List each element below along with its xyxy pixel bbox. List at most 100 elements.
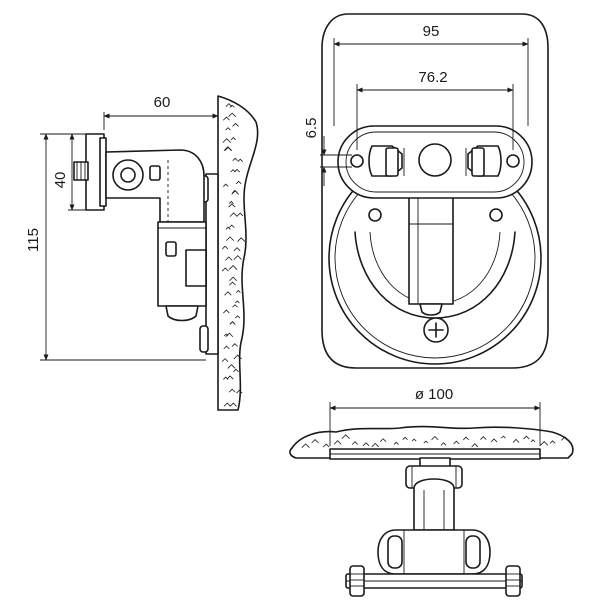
wall-speck bbox=[232, 157, 238, 161]
wall-speck bbox=[333, 440, 342, 445]
wall-speck bbox=[233, 354, 242, 360]
wall-speck bbox=[341, 434, 350, 440]
wall-speck bbox=[440, 442, 447, 446]
wall-speck bbox=[233, 255, 242, 260]
wall-speck bbox=[379, 438, 387, 442]
wall-speck bbox=[540, 441, 549, 446]
wall-speck bbox=[226, 236, 235, 241]
wall-speck bbox=[371, 442, 379, 448]
wall-speck bbox=[231, 343, 238, 347]
wall-speck bbox=[235, 300, 240, 304]
wall-speck bbox=[223, 345, 230, 350]
bottom-knob-left bbox=[349, 565, 365, 597]
front-mount-hole-right bbox=[489, 208, 503, 222]
wall-speck bbox=[237, 158, 243, 162]
wall-speck bbox=[480, 436, 487, 440]
wall-speck bbox=[235, 315, 241, 319]
wall-speck bbox=[490, 438, 498, 443]
bottom-column bbox=[413, 478, 455, 531]
wall-speck bbox=[224, 146, 232, 151]
side-flange-lip bbox=[99, 137, 107, 207]
dim-front-slot-pitch: 76.2 bbox=[418, 69, 447, 86]
wall-speck bbox=[232, 122, 239, 127]
wall-speck bbox=[301, 443, 310, 448]
dim-side-width: 60 bbox=[154, 94, 171, 111]
side-lower-stud bbox=[199, 325, 209, 353]
wall-speck bbox=[222, 183, 229, 187]
wall-speck bbox=[223, 309, 230, 314]
wall-speck bbox=[228, 264, 238, 270]
dim-side-total-height: 115 bbox=[25, 228, 42, 252]
front-shank bbox=[408, 195, 454, 305]
wall-speck bbox=[229, 321, 236, 325]
wall-speck bbox=[393, 441, 399, 445]
wall-speck bbox=[322, 443, 330, 448]
wall-speck bbox=[236, 389, 243, 394]
side-bottom-pad bbox=[165, 305, 199, 322]
wall-speck bbox=[549, 440, 556, 444]
wall-speck bbox=[232, 304, 238, 308]
dim-front-outer-width: 95 bbox=[423, 23, 440, 40]
side-wall-section bbox=[217, 95, 259, 411]
wall-speck bbox=[225, 332, 234, 338]
wall-speck bbox=[431, 435, 439, 441]
dim-side-flange-height: 40 bbox=[52, 172, 69, 189]
wall-speck bbox=[225, 256, 233, 261]
wall-speck bbox=[229, 281, 236, 286]
wall-speck bbox=[453, 440, 460, 445]
front-view: 95 76.2 6.5 bbox=[303, 13, 549, 369]
wall-speck bbox=[222, 116, 230, 121]
wall-speck bbox=[423, 440, 429, 444]
wall-speck bbox=[233, 368, 239, 373]
wall-speck bbox=[471, 443, 479, 448]
dim-bottom-flange-diameter: ø 100 bbox=[415, 386, 453, 403]
wall-speck bbox=[228, 200, 234, 204]
front-hub bbox=[418, 143, 452, 177]
wall-speck bbox=[311, 439, 319, 444]
wall-speck bbox=[228, 388, 236, 393]
bottom-view: ø 100 bbox=[289, 386, 574, 597]
wall-speck bbox=[561, 436, 569, 441]
wall-speck bbox=[234, 168, 241, 173]
dim-front-slot-width: 6.5 bbox=[303, 118, 320, 139]
wall-speck bbox=[226, 375, 234, 380]
front-slot-left bbox=[350, 154, 364, 168]
side-wall-texture bbox=[221, 103, 246, 407]
wall-speck bbox=[237, 212, 244, 217]
wall-speck bbox=[362, 442, 370, 447]
front-base-plate bbox=[321, 13, 549, 369]
wall-speck bbox=[229, 276, 237, 282]
wall-speck bbox=[224, 291, 232, 296]
wall-speck bbox=[523, 435, 530, 440]
side-view: 60 40 115 bbox=[25, 94, 259, 411]
wall-speck bbox=[228, 112, 236, 117]
wall-speck bbox=[237, 237, 246, 242]
wall-speck bbox=[402, 436, 408, 440]
front-mount-hole-left bbox=[368, 208, 382, 222]
wall-speck bbox=[230, 137, 236, 141]
wall-speck bbox=[229, 402, 237, 407]
wall-speck bbox=[228, 224, 235, 228]
wall-speck bbox=[230, 169, 236, 173]
wall-speck bbox=[236, 289, 241, 293]
wall-speck bbox=[221, 267, 229, 272]
bottom-knob-right bbox=[505, 565, 521, 597]
wall-speck bbox=[221, 358, 229, 362]
wall-speck bbox=[232, 189, 238, 194]
wall-speck bbox=[229, 212, 238, 217]
wall-speck bbox=[235, 180, 242, 185]
wall-speck bbox=[223, 402, 231, 407]
front-slot-right bbox=[506, 154, 520, 168]
wall-speck bbox=[233, 247, 241, 252]
wall-speck bbox=[223, 333, 229, 337]
wall-speck bbox=[411, 438, 417, 442]
wall-speck bbox=[222, 138, 231, 143]
wall-speck bbox=[463, 436, 469, 441]
wall-speck bbox=[228, 203, 236, 208]
wall-speck bbox=[225, 226, 231, 230]
wall-speck bbox=[225, 103, 233, 107]
wall-speck bbox=[225, 127, 231, 131]
wall-speck bbox=[512, 438, 520, 443]
wall-speck bbox=[351, 441, 359, 445]
